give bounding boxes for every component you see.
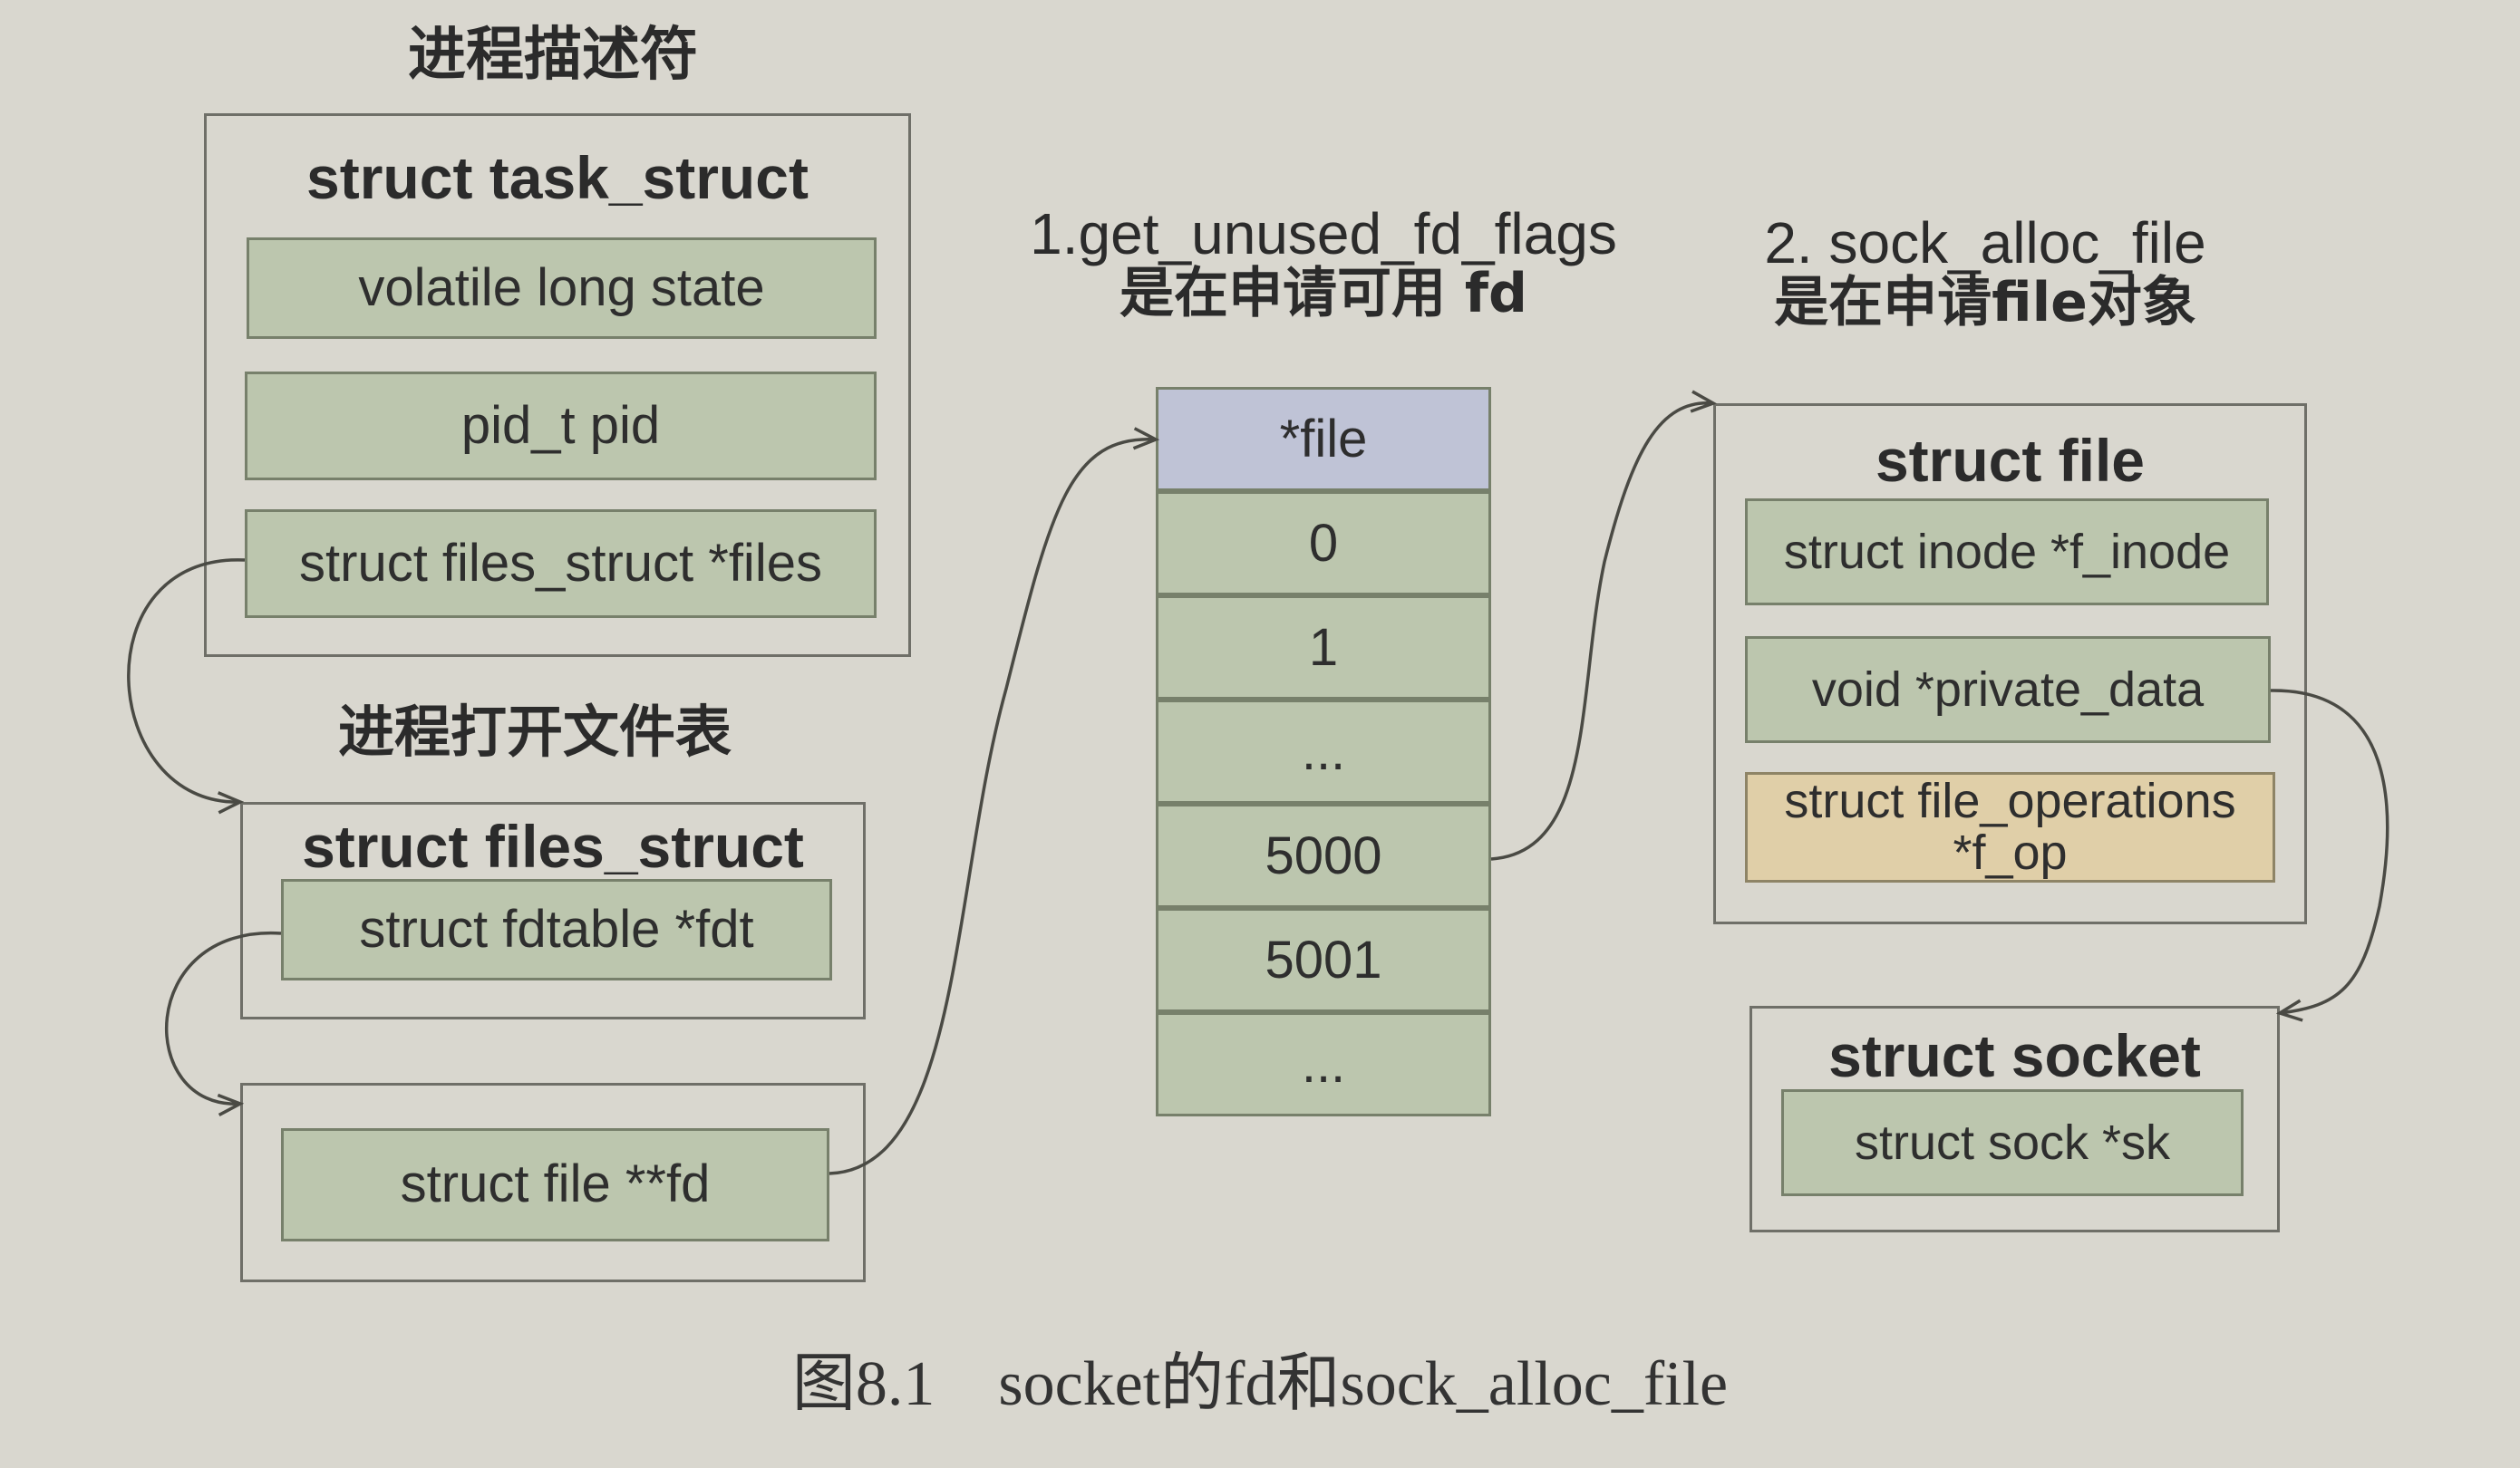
file-operations-line1: struct file_operations [1784,774,2236,829]
socket-struct-frame: struct socket [1749,1006,2280,1232]
fd-table-heading: 1.get_unused_fd_flags 是在申请可用 fd [979,204,1668,324]
field-files-pointer: struct files_struct *files [245,509,877,618]
file-operations-line2: *f_op [1953,826,2068,880]
fd-cell-ellipsis-1: ... [1156,700,1491,804]
fd-cell-ellipsis-2: ... [1156,1012,1491,1116]
fd-table-heading-line1: 1.get_unused_fd_flags [1030,201,1617,266]
socket-struct-title: struct socket [1828,1022,2201,1089]
file-struct-heading: 2. sock_alloc_file 是在申请file对象 [1704,213,2266,333]
file-struct-heading-line1: 2. sock_alloc_file [1764,210,2206,275]
files-struct-title: struct files_struct [302,813,804,880]
field-file-fd-array: struct file **fd [281,1128,829,1241]
fd-table-heading-line2: 是在申请可用 fd [1119,262,1527,325]
files-struct-frame: struct files_struct [240,802,866,1019]
fd-cell-5001: 5001 [1156,908,1491,1012]
arrow-fd-to-file-pointer [829,439,1156,1175]
arrow-files-to-files-struct [127,558,246,802]
field-volatile-long-state: volatile long state [247,237,877,339]
file-struct-heading-line2: 是在申请file对象 [1774,271,2196,334]
field-file-operations: struct file_operations *f_op [1745,772,2275,883]
file-struct-frame: struct file [1713,403,2307,924]
files-struct-heading: 进程打开文件表 [337,699,732,765]
fdtable-frame [240,1083,866,1282]
task-struct-title: struct task_struct [306,144,809,211]
file-struct-title: struct file [1875,427,2146,494]
figure-caption: 图8.1 socket的fd和sock_alloc_file [791,1349,1729,1419]
fd-cell-1: 1 [1156,595,1491,700]
arrow-fdt-to-fdtable [164,932,282,1105]
field-inode-pointer: struct inode *f_inode [1745,498,2269,605]
arrow-private-data-to-socket [2270,689,2389,1013]
field-fdtable-pointer: struct fdtable *fdt [281,879,832,980]
fd-cell-5000: 5000 [1156,804,1491,908]
fd-cell-file: *file [1156,387,1491,491]
fd-cell-0: 0 [1156,491,1491,595]
task-struct-frame: struct task_struct [204,113,911,657]
field-sock-pointer: struct sock *sk [1781,1089,2244,1196]
field-private-data: void *private_data [1745,636,2271,743]
task-struct-heading: 进程描述符 [408,22,698,89]
field-pid: pid_t pid [245,372,877,480]
arrow-fd5000-to-struct-file [1490,403,1713,861]
